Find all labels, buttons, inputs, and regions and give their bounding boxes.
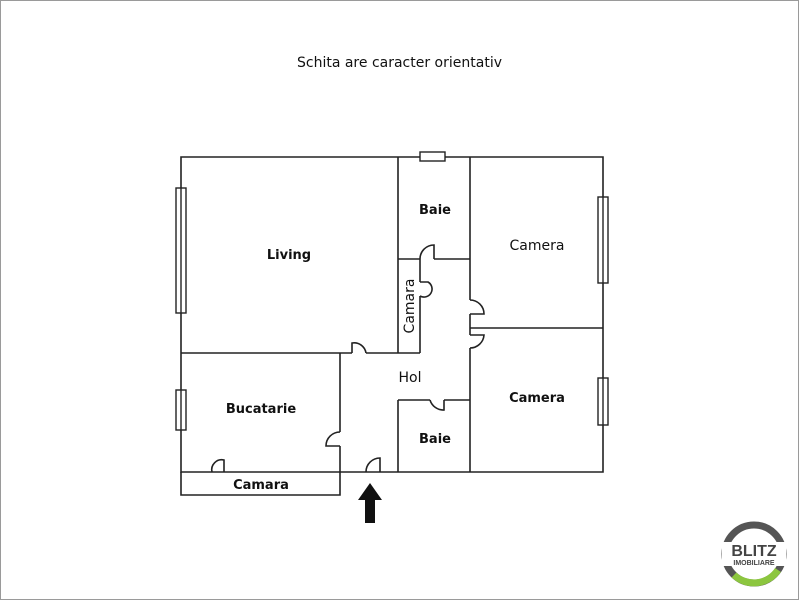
room-label-bucatarie: Bucatarie bbox=[226, 402, 296, 417]
room-label-camara-vertical: Camara bbox=[402, 279, 418, 334]
camara-bottom-walls bbox=[180, 472, 341, 496]
plan-disclaimer: Schita are caracter orientativ bbox=[296, 55, 502, 71]
room-label-camera-bottom: Camera bbox=[509, 391, 565, 406]
wall bbox=[397, 399, 470, 472]
room-label-camara-bottom: Camara bbox=[233, 478, 289, 493]
door-arc bbox=[419, 244, 435, 260]
door-arc bbox=[351, 342, 367, 354]
window bbox=[419, 151, 446, 162]
logo-text-blitz: BLITZ bbox=[731, 543, 777, 560]
room-label-hol: Hol bbox=[399, 370, 422, 386]
blitz-logo: BLITZ IMOBILIARE bbox=[721, 521, 787, 587]
door-arc bbox=[325, 431, 341, 447]
room-label-living: Living bbox=[267, 248, 311, 263]
door-arc bbox=[419, 281, 433, 298]
outer-walls bbox=[180, 156, 604, 473]
arrow-up-icon bbox=[358, 483, 382, 523]
door-arc bbox=[365, 457, 381, 473]
door-arc bbox=[429, 399, 445, 411]
door-arc bbox=[210, 458, 225, 473]
room-label-camera-top: Camera bbox=[510, 238, 565, 254]
room-label-baie-top: Baie bbox=[419, 203, 451, 218]
door-arc bbox=[469, 334, 485, 349]
door-arc bbox=[469, 299, 485, 315]
room-label-baie-bottom: Baie bbox=[419, 432, 451, 447]
logo-text-imobiliare: IMOBILIARE bbox=[733, 560, 775, 567]
